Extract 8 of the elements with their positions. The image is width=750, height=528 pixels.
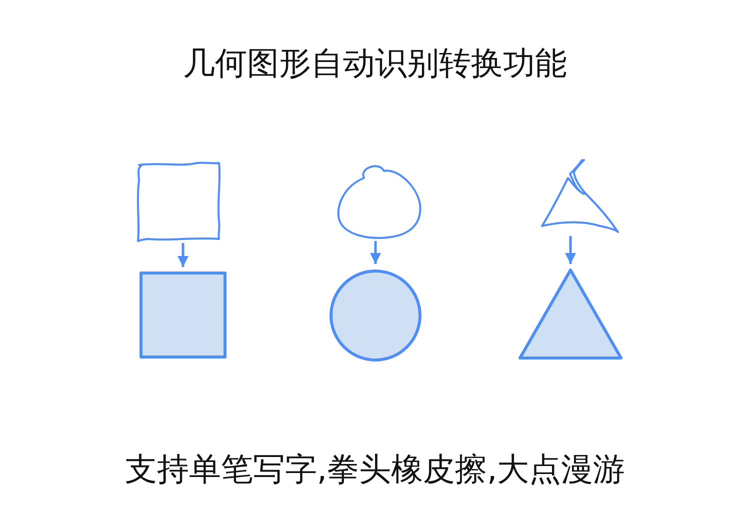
title: 几何图形自动识别转换功能 [183,43,567,84]
caption: 支持单笔写字,拳头橡皮擦,大点漫游 [124,449,626,490]
circle [330,270,421,361]
arrow [370,241,382,264]
arrow [564,236,576,264]
triangle [520,270,621,358]
square [141,273,225,357]
arrow [177,243,189,267]
